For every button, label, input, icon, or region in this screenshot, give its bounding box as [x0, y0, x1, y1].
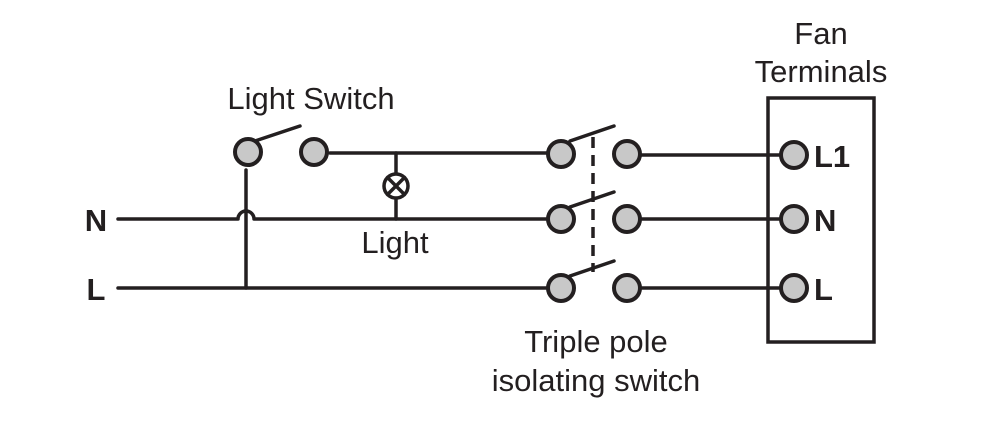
- fan-terminal-n: [779, 204, 809, 234]
- supply-neutral-label: N: [85, 203, 107, 238]
- isolator-terminal-2-in: [546, 204, 576, 234]
- fan-terminal-l1-label: L1: [814, 139, 850, 174]
- isolator-terminal-1-out: [612, 139, 642, 169]
- light-label: Light: [361, 225, 429, 260]
- isolator-terminal-1-in: [546, 139, 576, 169]
- fan-terminals-label-line1: Fan: [794, 16, 847, 51]
- supply-live-label: L: [87, 272, 106, 307]
- fan-terminal-l-label: L: [814, 272, 833, 307]
- fan-terminal-n-label: N: [814, 203, 836, 238]
- isolator-label-line2: isolating switch: [492, 363, 700, 398]
- fan-terminal-l: [779, 273, 809, 303]
- light-switch-label: Light Switch: [227, 81, 394, 116]
- fan-terminal-l1: [779, 140, 809, 170]
- neutral-wire: [116, 209, 550, 221]
- isolator-label-line1: Triple pole: [524, 324, 668, 359]
- fan-terminals-label-line2: Terminals: [755, 54, 888, 89]
- isolator-terminal-3-out: [612, 273, 642, 303]
- light-switch-terminal-out: [299, 137, 329, 167]
- isolator-blade-1: [568, 124, 616, 143]
- lamp-icon: [382, 172, 410, 200]
- fan-terminal-box: [766, 96, 876, 344]
- light-switch-blade: [253, 124, 302, 143]
- light-switch-terminal-in: [233, 137, 263, 167]
- isolator-terminal-2-out: [612, 204, 642, 234]
- isolator-terminal-3-in: [546, 273, 576, 303]
